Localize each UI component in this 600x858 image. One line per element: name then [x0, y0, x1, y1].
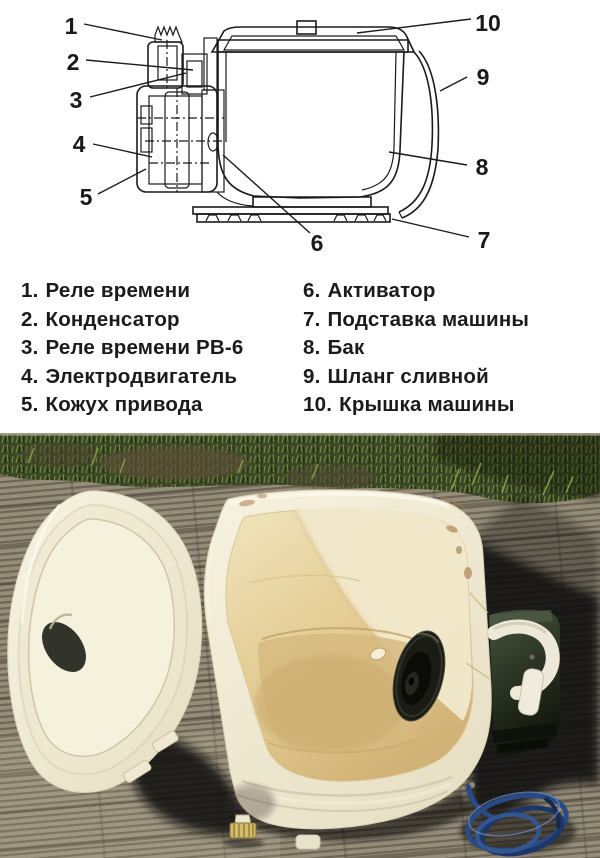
legend-label: Крышка машины — [339, 393, 515, 417]
dirt-patch — [100, 446, 250, 480]
legend-column-left: 1. Реле времени 2. Конденсатор 3. Реле в… — [21, 279, 244, 422]
lid-tabs — [123, 730, 179, 783]
diagram-canvas: 1 2 3 4 5 6 7 8 9 10 — [65, 10, 501, 256]
legend-item-1: 1. Реле времени — [21, 279, 244, 308]
machine-stand — [192, 206, 391, 223]
legend-column-right: 6. Активатор 7. Подставка машины 8. Бак … — [303, 279, 529, 422]
photo-canvas — [0, 433, 600, 858]
motor-assembly — [136, 25, 254, 207]
activator-disc — [392, 630, 446, 722]
legend-num: 10. — [303, 393, 333, 417]
grass-strip — [0, 433, 600, 504]
tub-outline — [217, 39, 409, 208]
legend-num: 4. — [21, 364, 39, 388]
drain-hose-lines — [398, 50, 440, 219]
washing-machine-diagram: 1 2 3 4 5 6 7 8 9 10 — [0, 0, 600, 272]
capacitor — [181, 53, 208, 95]
legend-label: Электродвигатель — [45, 364, 238, 388]
legend-item-6: 6. Активатор — [303, 279, 529, 308]
power-cable — [460, 782, 576, 857]
machine-photo — [0, 433, 600, 858]
lid-center-panel — [27, 518, 176, 758]
legend-label: Реле времени — [45, 279, 191, 302]
hose-bracket — [517, 668, 545, 716]
lid-hand-hole — [42, 621, 86, 673]
callout-8: 8 — [476, 154, 489, 180]
grass-blades — [27, 447, 574, 496]
legend-num: 8. — [303, 336, 321, 360]
machine-lid — [7, 490, 203, 794]
timer-knob — [154, 25, 183, 43]
rust-stains — [239, 493, 491, 680]
legend-item-7: 7. Подставка машины — [303, 308, 529, 337]
legend-item-8: 8. Бак — [303, 336, 529, 365]
lid-handle — [296, 20, 317, 35]
screw-head — [529, 654, 535, 660]
legend-item-3: 3. Реле времени РВ-6 — [21, 336, 244, 365]
legend-label: Реле времени РВ-6 — [45, 336, 244, 360]
callout-1: 1 — [65, 13, 78, 39]
legend-item-2: 2. Конденсатор — [21, 308, 244, 337]
legend-label: Подставка машины — [327, 307, 530, 331]
lid-cross-section — [210, 20, 416, 53]
legend-item-5: 5. Кожух привода — [21, 393, 244, 422]
legend-num: 5. — [21, 393, 39, 417]
legend-item-4: 4. Электродвигатель — [21, 365, 244, 394]
callout-9: 9 — [477, 64, 490, 90]
parts-legend: 1. Реле времени 2. Конденсатор 3. Реле в… — [0, 279, 600, 425]
tub-body — [203, 489, 492, 850]
overflow-hole — [369, 647, 387, 661]
callout-numbers: 1 2 3 4 5 6 7 8 9 10 — [65, 10, 501, 256]
hose-white — [487, 619, 560, 716]
legend-num: 1. — [21, 279, 39, 302]
callout-3: 3 — [70, 87, 83, 113]
photo-top-edge — [0, 433, 600, 436]
legend-label: Шланг сливной — [327, 364, 489, 388]
drain-fitting — [224, 814, 264, 848]
legend-num: 3. — [21, 336, 39, 360]
legend-num: 9. — [303, 364, 321, 388]
callout-7: 7 — [478, 227, 491, 253]
tub-foot — [295, 834, 321, 850]
callout-2: 2 — [67, 49, 80, 75]
callout-5: 5 — [80, 184, 93, 210]
legend-num: 2. — [21, 307, 39, 331]
callout-6: 6 — [311, 230, 324, 256]
legend-item-10: 10. Крышка машины — [303, 393, 529, 422]
legend-item-9: 9. Шланг сливной — [303, 365, 529, 394]
legend-label: Активатор — [327, 279, 436, 302]
rim-highlight — [229, 491, 450, 509]
legend-label: Бак — [327, 336, 365, 360]
legend-label: Кожух привода — [45, 393, 203, 417]
callout-10: 10 — [475, 10, 501, 36]
electric-motor — [148, 95, 203, 185]
leader-lines — [83, 18, 472, 238]
legend-label: Конденсатор — [45, 307, 180, 331]
callout-4: 4 — [73, 131, 86, 157]
legend-num: 6. — [303, 279, 321, 302]
legend-num: 7. — [303, 307, 321, 331]
